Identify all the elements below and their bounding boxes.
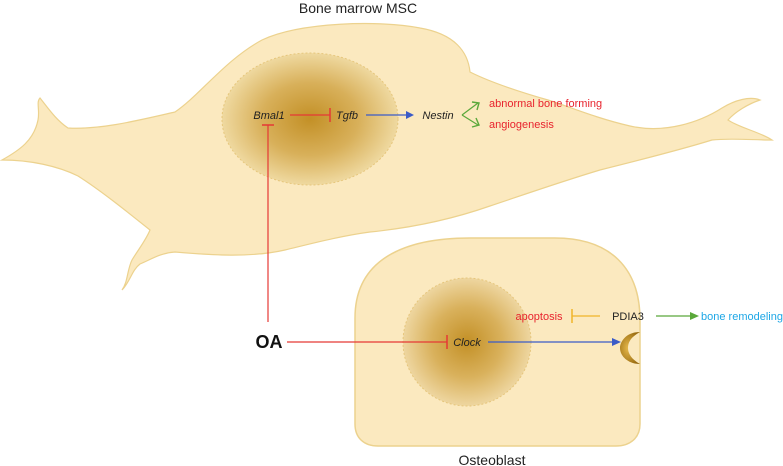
nestin-to-abnormal-arrowhead bbox=[471, 101, 480, 111]
angiogenesis-label: angiogenesis bbox=[489, 119, 554, 131]
apoptosis-label: apoptosis bbox=[515, 311, 563, 323]
bone-remodeling-label: bone remodeling bbox=[701, 311, 783, 323]
nestin-to-angiogenesis-line bbox=[461, 114, 479, 126]
clock-to-receptor-arrowhead bbox=[612, 338, 621, 346]
osteoblast-title: Osteoblast bbox=[459, 452, 526, 466]
tgfb-to-nestin-arrowhead bbox=[406, 111, 414, 119]
oa-label: OA bbox=[256, 332, 283, 352]
pdia3-to-bone-remodeling-arrowhead bbox=[690, 312, 699, 320]
nestin-label: Nestin bbox=[422, 110, 453, 122]
pdia3-label: PDIA3 bbox=[612, 311, 644, 323]
tgfb-label: Tgfb bbox=[336, 110, 358, 122]
abnormal-bone-forming-label: abnormal bone forming bbox=[489, 98, 602, 110]
msc-title: Bone marrow MSC bbox=[299, 0, 417, 16]
msc-nucleus bbox=[221, 52, 399, 186]
nestin-to-angiogenesis-arrowhead bbox=[471, 117, 480, 128]
nestin-to-abnormal-line bbox=[461, 102, 479, 116]
crescent-receptor-icon bbox=[620, 332, 640, 364]
clock-label: Clock bbox=[453, 337, 481, 349]
bmal1-label: Bmal1 bbox=[253, 110, 284, 122]
msc-cell-body bbox=[0, 22, 774, 291]
